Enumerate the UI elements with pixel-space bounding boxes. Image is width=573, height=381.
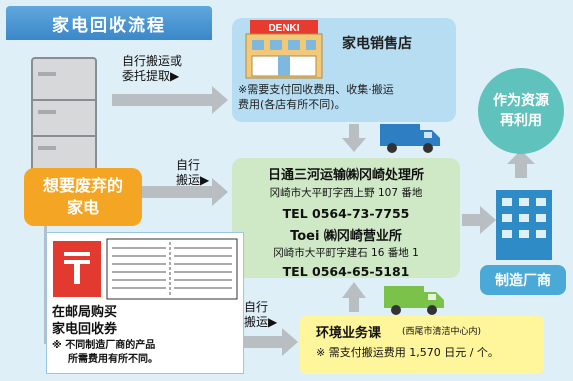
page-title: 家电回收流程: [6, 6, 212, 40]
recycle-line2: 再利用: [500, 113, 542, 129]
label-to-store-2: 委托提取▶: [122, 69, 180, 83]
arrow-post-to-env: [242, 328, 298, 356]
store-title: 家电销售店: [342, 36, 412, 52]
recycle-line1: 作为资源: [493, 93, 549, 109]
recycling-ticket-icon: [106, 238, 238, 300]
arrow-to-store: [112, 86, 228, 114]
post-note1: ※ 不同制造厂商的产品: [52, 340, 156, 351]
refrigerator-icon: [31, 57, 97, 175]
post-office-icon: [53, 241, 101, 297]
arrow-store-to-center: [342, 124, 366, 152]
label-to-center-1: 自行: [176, 158, 201, 172]
env-subtitle: (西尾市清洁中心内): [402, 327, 482, 337]
factory-building-icon: [496, 190, 552, 260]
page-title-text: 家电回收流程: [52, 15, 166, 36]
truck-icon-green: [384, 286, 444, 315]
company1-address: 冈崎市大平町字西上野 107 番地: [269, 187, 423, 199]
arrow-maker-to-recycle: [507, 150, 535, 178]
arrow-to-center: [142, 178, 228, 206]
company2-tel: TEL 0564-65-5181: [282, 264, 410, 279]
label-to-store-1: 自行搬运或: [122, 54, 183, 68]
company1-tel: TEL 0564-73-7755: [282, 206, 410, 221]
label-to-center-2: 搬运▶: [176, 173, 210, 187]
label-to-store: 自行搬运或 委托提取▶: [122, 54, 182, 84]
post-line2: 家电回收券: [52, 322, 118, 337]
company2-address: 冈崎市大平町字建石 16 番地 1: [273, 247, 419, 259]
discard-line2: 家电: [66, 198, 99, 217]
label-to-center: 自行 搬运▶: [176, 158, 209, 188]
env-fee: ※ 需支付搬运费用 1,570 日元 / 个。: [316, 346, 499, 359]
env-title: 环境业务课: [316, 326, 382, 341]
processing-center-box: 日通三河运输㈱冈崎处理所 冈崎市大平町字西上野 107 番地 TEL 0564-…: [232, 158, 460, 279]
post-office-text: 在邮局购买 家电回收券 ※ 不同制造厂商的产品 所需费用有所不同。: [52, 304, 242, 366]
post-note2: 所需费用有所不同。: [68, 354, 158, 365]
store-building-icon: DENKI: [245, 20, 323, 79]
post-line1: 在邮局购买: [52, 305, 118, 320]
label-to-env-2: 搬运▶: [244, 315, 278, 329]
discard-line1: 想要废弃的: [42, 176, 123, 195]
label-to-env: 自行 搬运▶: [244, 300, 277, 330]
store-note: ※需要支付回收费用、收集·搬运 费用(各店有所不同)。: [238, 82, 452, 112]
label-to-env-1: 自行: [244, 300, 269, 314]
arrow-center-to-maker: [462, 206, 496, 234]
environment-department-box: [300, 316, 544, 374]
maker-label: 制造厂商: [480, 265, 566, 295]
store-note-2: 费用(各店有所不同)。: [238, 98, 346, 111]
discard-appliance-box: 想要废弃的 家电: [24, 168, 142, 226]
company1-name: 日通三河运输㈱冈崎处理所: [267, 168, 424, 183]
store-sign-text: DENKI: [268, 23, 299, 34]
maker-label-text: 制造厂商: [495, 273, 551, 289]
truck-icon-blue: [380, 124, 440, 153]
company2-name: Toei ㈱冈崎营业所: [290, 229, 402, 244]
recycle-circle: 作为资源 再利用: [478, 68, 564, 154]
store-note-1: ※需要支付回收费用、收集·搬运: [238, 83, 394, 96]
arrow-env-to-center: [342, 282, 366, 312]
connector-line: [44, 226, 47, 344]
